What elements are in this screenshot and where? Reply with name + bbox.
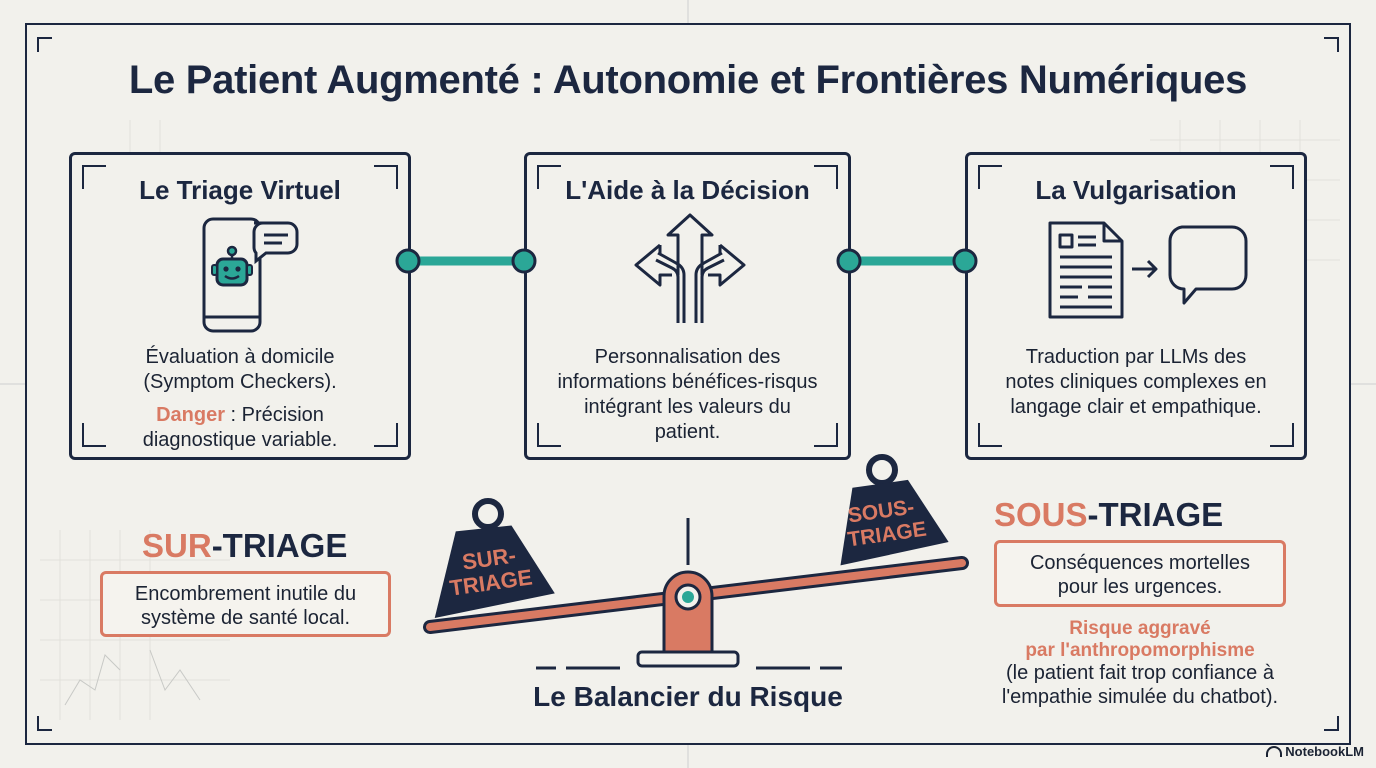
card-aide-decision: L'Aide à la Décision Personnalisation de… (524, 152, 851, 460)
sur-triage-consequence-box: Encombrement inutile du système de santé… (100, 571, 391, 637)
danger-label: Danger (156, 404, 225, 426)
balance-base (636, 650, 740, 668)
sous-triage-weight: SOUS- TRIAGE (840, 454, 949, 566)
risk-balance-seesaw: SUR- TRIAGE SOUS- TRIAGE (423, 454, 969, 670)
split-arrows-icon (634, 213, 746, 323)
card-title: La Vulgarisation (1035, 175, 1237, 205)
connector-dot (952, 248, 978, 274)
card-connectors (395, 248, 978, 274)
sur-triage-weight: SUR- TRIAGE (434, 498, 555, 619)
card-triage-virtuel: Le Triage Virtuel Évaluation à domicile … (69, 152, 411, 460)
card-title: L'Aide à la Décision (565, 175, 810, 205)
card-description: Évaluation à domicile (Symptom Checkers)… (142, 346, 338, 451)
card-title: Le Triage Virtuel (139, 175, 341, 205)
connector-dot (836, 248, 862, 274)
card-vulgarisation: La Vulgarisation Traduction par LLMs des… (965, 152, 1307, 460)
connector-dot (395, 248, 421, 274)
sur-triage-heading: SUR-TRIAGE (142, 527, 348, 564)
sous-triage-heading: SOUS-TRIAGE (994, 496, 1224, 533)
card-description: Personnalisation des informations bénéfi… (557, 346, 818, 443)
anthropomorphism-risk-label: Risque aggravé par l'anthropomorphisme (1025, 618, 1255, 661)
page-title: Le Patient Augmenté : Autonomie et Front… (128, 58, 1248, 102)
sous-triage-consequence-box: Conséquences mortelles pour les urgences… (994, 540, 1286, 607)
notebooklm-logo-icon (1266, 746, 1283, 757)
anthropomorphism-note: (le patient fait trop confiance à l'empa… (1001, 662, 1279, 708)
smartphone-chatbot-icon (202, 217, 299, 333)
document-to-speech-bubble-icon (1048, 221, 1248, 319)
brand-watermark: NotebookLM (1266, 744, 1364, 759)
card-description: Traduction par LLMs des notes cliniques … (1005, 346, 1267, 418)
connector-dot (511, 248, 537, 274)
balance-label: Le Balancier du Risque (533, 681, 843, 712)
